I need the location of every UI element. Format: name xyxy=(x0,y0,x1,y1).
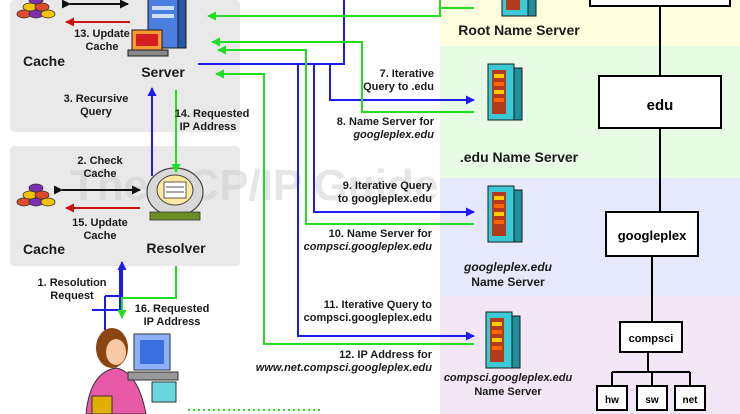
step-8-line-2: googleplex.edu xyxy=(352,129,434,141)
compsci-response-arrow xyxy=(215,69,474,345)
compsci-server-label-2: Name Server xyxy=(474,386,542,398)
tree-node-net-label: net xyxy=(683,395,699,406)
server-cache-label: Cache xyxy=(23,53,65,69)
resolver-cache-label: Cache xyxy=(23,241,65,257)
edu-server-icon xyxy=(487,63,523,121)
tree-node-hw xyxy=(596,385,628,411)
root-server-label: Root Name Server xyxy=(458,22,580,38)
step-1-line-2: Request xyxy=(50,290,94,302)
step-12-line-2: www.net.compsci.googleplex.edu xyxy=(256,362,433,374)
step-9-line-2: to googleplex.edu xyxy=(338,193,432,205)
edu-response-arrow xyxy=(211,37,474,113)
compsci-server-icon xyxy=(485,311,521,369)
step-11-line-1: 11. Iterative Query to xyxy=(324,299,432,311)
step-12-line-1: 12. IP Address for xyxy=(339,349,433,361)
step-14-line-2: IP Address xyxy=(180,121,237,133)
step-7-line-2: Query to .edu xyxy=(363,81,434,93)
resolver-label: Resolver xyxy=(146,240,206,256)
step-16-line-2: IP Address xyxy=(144,316,201,328)
tree-node-sw-label: sw xyxy=(645,395,659,406)
dns-tree: edu googleplex compsci hw sw net xyxy=(589,0,731,411)
resolution-request-arrow xyxy=(105,261,127,297)
step-1-line-1: 1. Resolution xyxy=(37,277,106,289)
user-icon xyxy=(85,328,179,414)
tree-root-box xyxy=(589,0,731,7)
compsci-server-label-1: compsci.googleplex.edu xyxy=(444,372,573,384)
step-14-line-1: 14. Requested xyxy=(175,108,250,120)
tree-node-edu-label: edu xyxy=(647,97,674,114)
tree-node-compsci-label: compsci xyxy=(629,333,674,345)
step-10-line-1: 10. Name Server for xyxy=(329,228,433,240)
step-15-line-1: 15. Update xyxy=(72,217,128,229)
tree-node-hw-label: hw xyxy=(605,395,619,406)
requested-ip-user-arrow xyxy=(117,266,177,319)
googleplex-server-label-1: googleplex.edu xyxy=(463,260,553,274)
tree-node-googleplex xyxy=(605,211,699,257)
query-googleplex-arrow xyxy=(313,64,475,217)
step-3-line-1: 3. Recursive xyxy=(64,93,129,105)
step-8-line-1: 8. Name Server for xyxy=(337,116,435,128)
root-band xyxy=(440,0,740,46)
tree-node-net xyxy=(674,385,706,411)
resolver-icon xyxy=(146,167,204,221)
local-server-icon xyxy=(127,0,187,57)
step-2-line-1: 2. Check xyxy=(77,155,123,167)
tree-node-edu xyxy=(598,75,722,129)
googleplex-server-label-2: Name Server xyxy=(471,275,545,289)
tree-node-sw xyxy=(636,385,668,411)
googleplex-server-icon xyxy=(487,185,523,243)
step-2-line-2: Cache xyxy=(83,168,116,180)
query-root-line xyxy=(198,0,345,65)
step-11-line-2: compsci.googleplex.edu xyxy=(304,312,432,324)
query-compsci-arrow xyxy=(297,64,475,341)
root-server-icon xyxy=(501,0,537,17)
step-15-line-2: Cache xyxy=(83,230,116,242)
root-response-arrow xyxy=(207,0,441,21)
edu-server-label: .edu Name Server xyxy=(460,149,579,165)
step-13-line-1: 13. Update xyxy=(74,28,130,40)
googleplex-response-arrow xyxy=(217,45,474,225)
step-7-line-1: 7. Iterative xyxy=(380,68,434,80)
step-3-line-2: Query xyxy=(80,106,113,118)
tree-node-compsci xyxy=(619,321,683,353)
step-13-line-2: Cache xyxy=(85,41,118,53)
step-9-line-1: 9. Iterative Query xyxy=(343,180,433,192)
server-label: Server xyxy=(141,64,185,80)
tree-node-googleplex-label: googleplex xyxy=(618,228,687,243)
step-10-line-2: compsci.googleplex.edu xyxy=(304,241,433,253)
step-16-line-1: 16. Requested xyxy=(135,303,210,315)
